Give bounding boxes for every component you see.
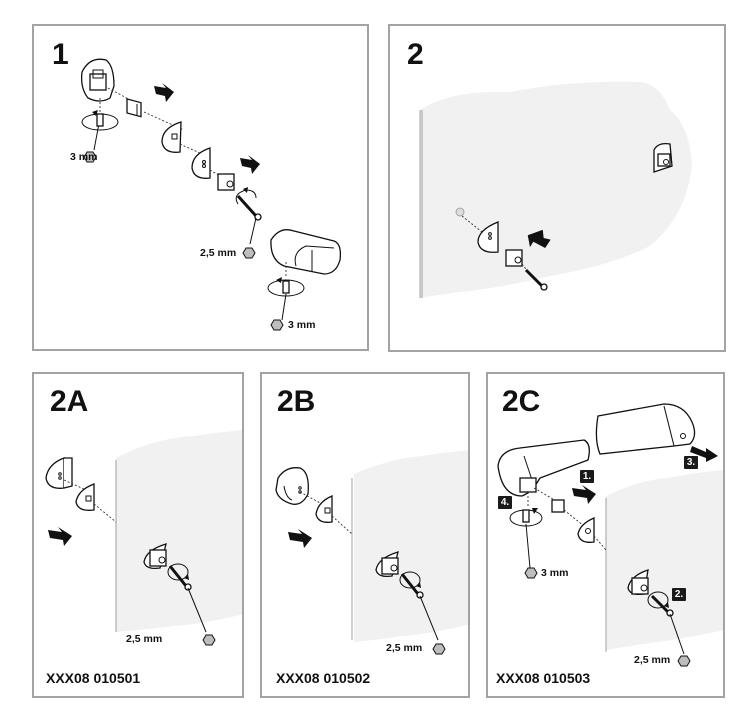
arrow-icon — [527, 229, 551, 249]
arrow-icon — [690, 446, 718, 462]
mounted-bracket — [653, 142, 673, 173]
lever-handle — [497, 439, 590, 497]
rosette-plate — [161, 121, 182, 153]
panel-step-2: 2 — [388, 24, 726, 352]
hex-size-label: 2,5 mm — [386, 642, 423, 654]
panel-number: 2 — [407, 38, 424, 71]
wall-surface — [420, 81, 692, 298]
step-badge-4: 4. — [498, 496, 512, 509]
arrow-icon — [288, 529, 312, 548]
rosette-plate — [191, 147, 211, 179]
rosette-plate — [75, 483, 95, 511]
rotate-icon — [399, 571, 421, 589]
wall-mount-block — [217, 173, 235, 191]
arrow-icon — [154, 83, 174, 102]
lever-handle — [595, 403, 696, 455]
product-code: XXX08 010501 — [46, 670, 141, 686]
hex-key-icon — [677, 655, 691, 667]
step-2a-illustration — [45, 430, 242, 646]
panel-step-1: 1 — [32, 24, 369, 351]
screw — [524, 268, 548, 291]
panel-number: 2C — [502, 385, 541, 418]
hex-size-label: 2,5 mm — [634, 654, 671, 666]
hex-size-label: 3 mm — [288, 319, 316, 331]
rotate-icon — [647, 591, 669, 609]
screw — [650, 594, 674, 617]
panel-step-2a: 2A — [32, 372, 244, 698]
rotate-icon — [167, 563, 189, 581]
hex-size-label: 3 mm — [541, 567, 569, 579]
product-code: XXX08 010502 — [276, 670, 371, 686]
rosette-plate — [477, 221, 499, 253]
hex-key-icon — [270, 319, 284, 331]
step-badge-1: 1. — [580, 470, 594, 483]
hex-key-icon — [202, 634, 216, 646]
door-handle — [270, 229, 342, 275]
wall-surface — [354, 450, 468, 642]
arrow-icon — [48, 527, 72, 546]
screw — [236, 194, 262, 221]
arrow-icon — [240, 155, 260, 174]
clamp-block — [126, 98, 142, 118]
step-2-illustration — [419, 81, 692, 298]
rosette-plate — [315, 495, 333, 523]
rotate-icon — [235, 187, 257, 205]
wall-surface — [116, 430, 242, 632]
mounted-bracket — [375, 551, 399, 578]
arrow-icon — [572, 485, 596, 504]
handle-end-cap — [45, 457, 73, 489]
wall-surface — [606, 470, 723, 650]
step-2b-illustration — [275, 450, 468, 655]
clamp-block — [551, 499, 565, 513]
panel-number: 2B — [277, 385, 316, 418]
hex-key-icon — [432, 643, 446, 655]
hex-size-label: 3 mm — [70, 151, 98, 163]
hex-key-icon — [524, 567, 538, 579]
hex-size-label: 2,5 mm — [126, 633, 163, 645]
step-1-illustration — [80, 58, 342, 331]
screw — [168, 565, 192, 591]
panel-step-2c: 2C — [486, 372, 725, 698]
mounted-bracket — [143, 543, 167, 570]
product-code: XXX08 010503 — [496, 670, 591, 686]
handle-base-housing — [80, 58, 115, 102]
rosette-plate — [577, 517, 595, 543]
hex-key-icon — [83, 151, 97, 163]
knob-handle — [275, 467, 309, 505]
hex-key-icon — [242, 247, 256, 259]
panel-number: 2A — [50, 385, 89, 418]
hex-size-label: 2,5 mm — [200, 247, 237, 259]
screw — [400, 573, 424, 599]
panel-step-2b: 2B — [260, 372, 470, 698]
mounted-bracket — [627, 569, 649, 596]
step-badge-3: 3. — [684, 456, 698, 469]
panel-number: 1 — [52, 38, 69, 71]
wall-mount-block — [505, 249, 523, 267]
step-badge-2: 2. — [672, 588, 686, 601]
step-2c-illustration — [497, 403, 723, 667]
